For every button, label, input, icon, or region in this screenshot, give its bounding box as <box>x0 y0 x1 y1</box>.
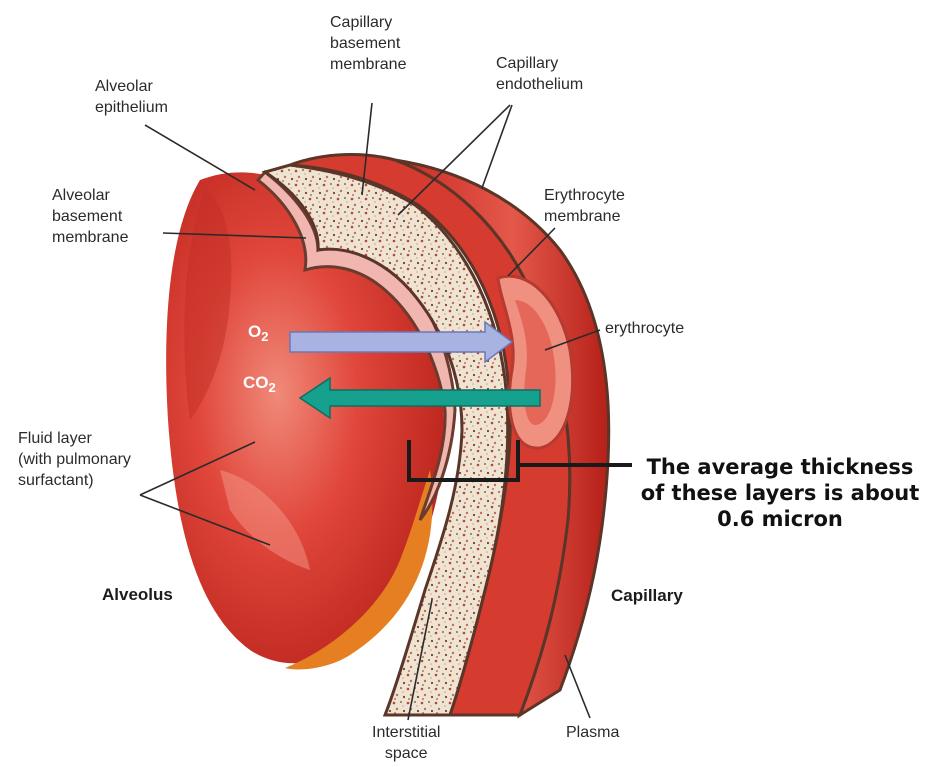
label-capillary-endothelium: Capillary endothelium <box>496 53 583 95</box>
label-alveolus: Alveolus <box>102 584 173 605</box>
label-fluid-layer: Fluid layer (with pulmonary surfactant) <box>18 428 131 491</box>
label-erythrocyte-membrane: Erythrocyte membrane <box>544 185 625 227</box>
label-capillary: Capillary <box>611 585 683 606</box>
label-capillary-basement-membrane: Capillary basement membrane <box>330 12 406 75</box>
label-plasma: Plasma <box>566 722 619 743</box>
thickness-note: The average thickness of these layers is… <box>625 454 935 532</box>
label-interstitial-space: Interstitial space <box>372 722 440 764</box>
co2-label: CO2 <box>243 373 276 393</box>
o2-label: O2 <box>248 322 268 342</box>
label-alveolar-basement-membrane: Alveolar basement membrane <box>52 185 128 248</box>
label-erythrocyte: erythrocyte <box>605 318 684 339</box>
label-alveolar-epithelium: Alveolar epithelium <box>95 76 168 118</box>
